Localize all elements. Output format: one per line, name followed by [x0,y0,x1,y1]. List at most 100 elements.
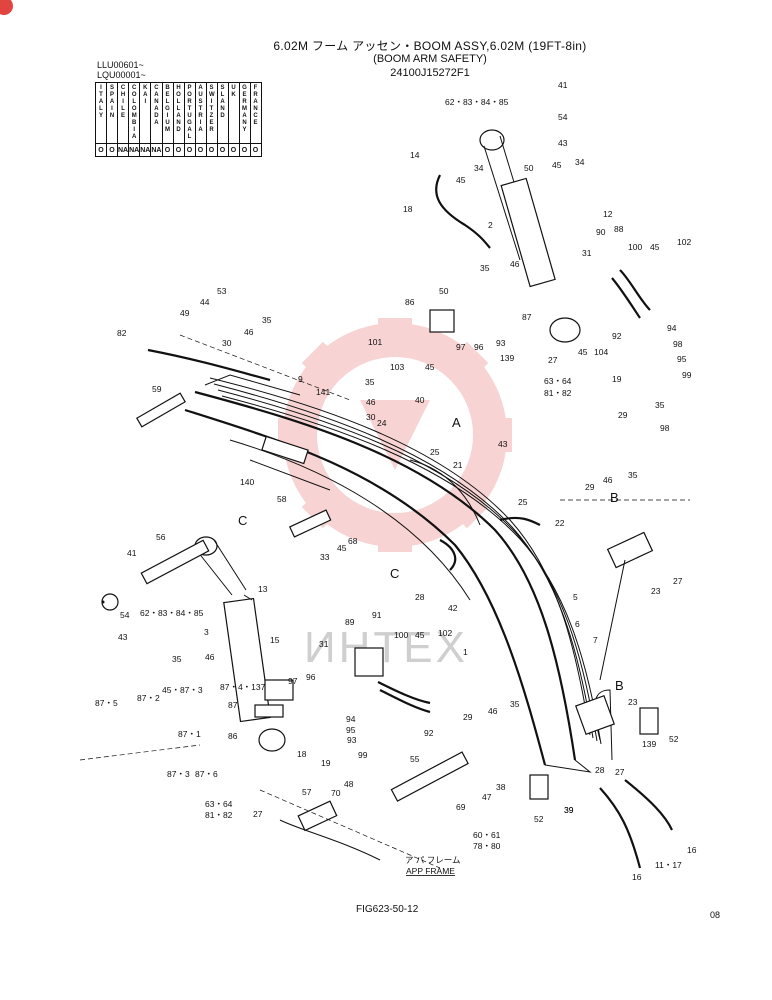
figure-number: FIG623-50-12 [356,904,419,915]
callout-number: 34 [575,157,585,167]
callout-number: 24 [377,418,387,428]
callout-number: 34 [474,163,484,173]
callout-number: 45 [415,630,425,640]
country-marks-row: O O NA NA NA NA O O O O O O O O O [95,143,262,157]
callout-number: 91 [372,610,382,620]
callout-number: 100 [394,630,408,640]
callout-number: 35 [480,263,490,273]
callout-number: 94 [667,323,677,333]
callout-number: 45 [456,175,466,185]
callout-number: 28 [415,592,425,602]
callout-number: 35 [655,400,665,410]
callout-number: 23 [628,697,638,707]
callout-number: 30 [366,412,376,422]
callout-number: 40 [415,395,425,405]
callout-number: 44 [200,297,210,307]
callout-number: 16 [632,872,642,882]
callout-number: 47 [482,792,492,802]
callout-number: 39 [564,805,574,815]
callout-number: 46 [366,397,376,407]
callout-number: 35 [365,377,375,387]
callout-number: 68 [348,536,358,546]
watermark-text: ИНТЕХ [304,623,468,672]
callout-number: 46 [510,259,520,269]
callout-number: 43 [558,138,568,148]
callout-number: 46 [244,327,254,337]
callout-number: 45 [578,347,588,357]
callout-number: 39 [564,805,574,815]
callout-number: 3 [204,627,209,637]
callout-number: 43 [498,439,508,449]
callout-number: 59 [152,384,162,394]
callout-number: 9 [298,374,303,384]
callout-number: 62・83・84・85 [140,608,204,618]
callout-number: 102 [438,628,452,638]
callout-number: 31 [319,639,329,649]
callout-number: 5 [573,592,578,602]
callout-number: 103 [390,362,404,372]
frame-label-jp: ア パ フレーム [405,855,460,865]
callout-number: 99 [358,750,368,760]
callout-number: 45 [650,242,660,252]
callout-number: 35 [628,470,638,480]
callout-number: 87 [522,312,532,322]
callout-number: 87・3 [167,769,190,779]
callout-number: 87・4・137 [220,682,266,692]
page-subtitle: (BOOM ARM SAFETY) [373,53,487,65]
callout-number: 81・82 [205,810,233,820]
callout-number: 13 [258,584,268,594]
callout-number: 96 [306,672,316,682]
country-names-row: ITALY SPAIN CHILE COLOMBIA KAI CANADA BE… [95,82,262,144]
callout-number: 70 [331,788,341,798]
callout-number: 50 [524,163,534,173]
callout-number: 95 [346,725,356,735]
callout-number: 15 [270,635,280,645]
callout-number: 14 [410,150,420,160]
callout-number: 95 [677,354,687,364]
callout-number: 56 [156,532,166,542]
callout-number: 55 [410,754,420,764]
callout-number: 45 [425,362,435,372]
callout-number: 97 [288,676,298,686]
callout-number: 30 [222,338,232,348]
callout-number: 86 [405,297,415,307]
callout-number: 1 [463,647,468,657]
callout-number: 54 [558,112,568,122]
callout-number: 57 [302,787,312,797]
callout-number: 19 [321,758,331,768]
corner-badge-icon [0,0,13,15]
callout-number: 53 [217,286,227,296]
callout-number: 48 [344,779,354,789]
callout-number: 12 [603,209,613,219]
callout-number: 35 [172,654,182,664]
callout-number: 27 [548,355,558,365]
frame-label: APP FRAME [406,866,455,876]
callout-number: 31 [582,248,592,258]
callout-number: 62・83・84・85 [445,97,509,107]
country-table: ITALY SPAIN CHILE COLOMBIA KAI CANADA BE… [95,82,262,157]
callout-number: 90 [596,227,606,237]
callout-number: 6 [575,619,580,629]
serial-range: LQU00001~ [97,70,146,80]
callout-number: 52 [669,734,679,744]
callout-number: 16 [687,845,697,855]
callout-number: 27 [615,767,625,777]
callout-number: 94 [346,714,356,724]
callout-number: 49 [180,308,190,318]
callout-number: 87・5 [95,698,118,708]
callout-number: 50 [439,286,449,296]
callout-number: 21 [453,460,463,470]
callout-number: 92 [612,331,622,341]
callout-number: 35 [262,315,272,325]
callout-number: 98 [660,423,670,433]
page-title: 6.02M フーム アッセン・BOOM ASSY,6.02M (19FT-8in… [273,39,587,53]
section-labels: A B B C C [238,415,624,693]
callout-number: 87・2 [137,693,160,703]
callout-number: 54 [120,610,130,620]
callout-number: 101 [368,337,382,347]
arm-cylinder-upper [479,129,581,343]
callout-number: 63・64 [544,376,572,386]
callout-number: 52 [534,814,544,824]
mark-cell: NA [128,143,141,157]
